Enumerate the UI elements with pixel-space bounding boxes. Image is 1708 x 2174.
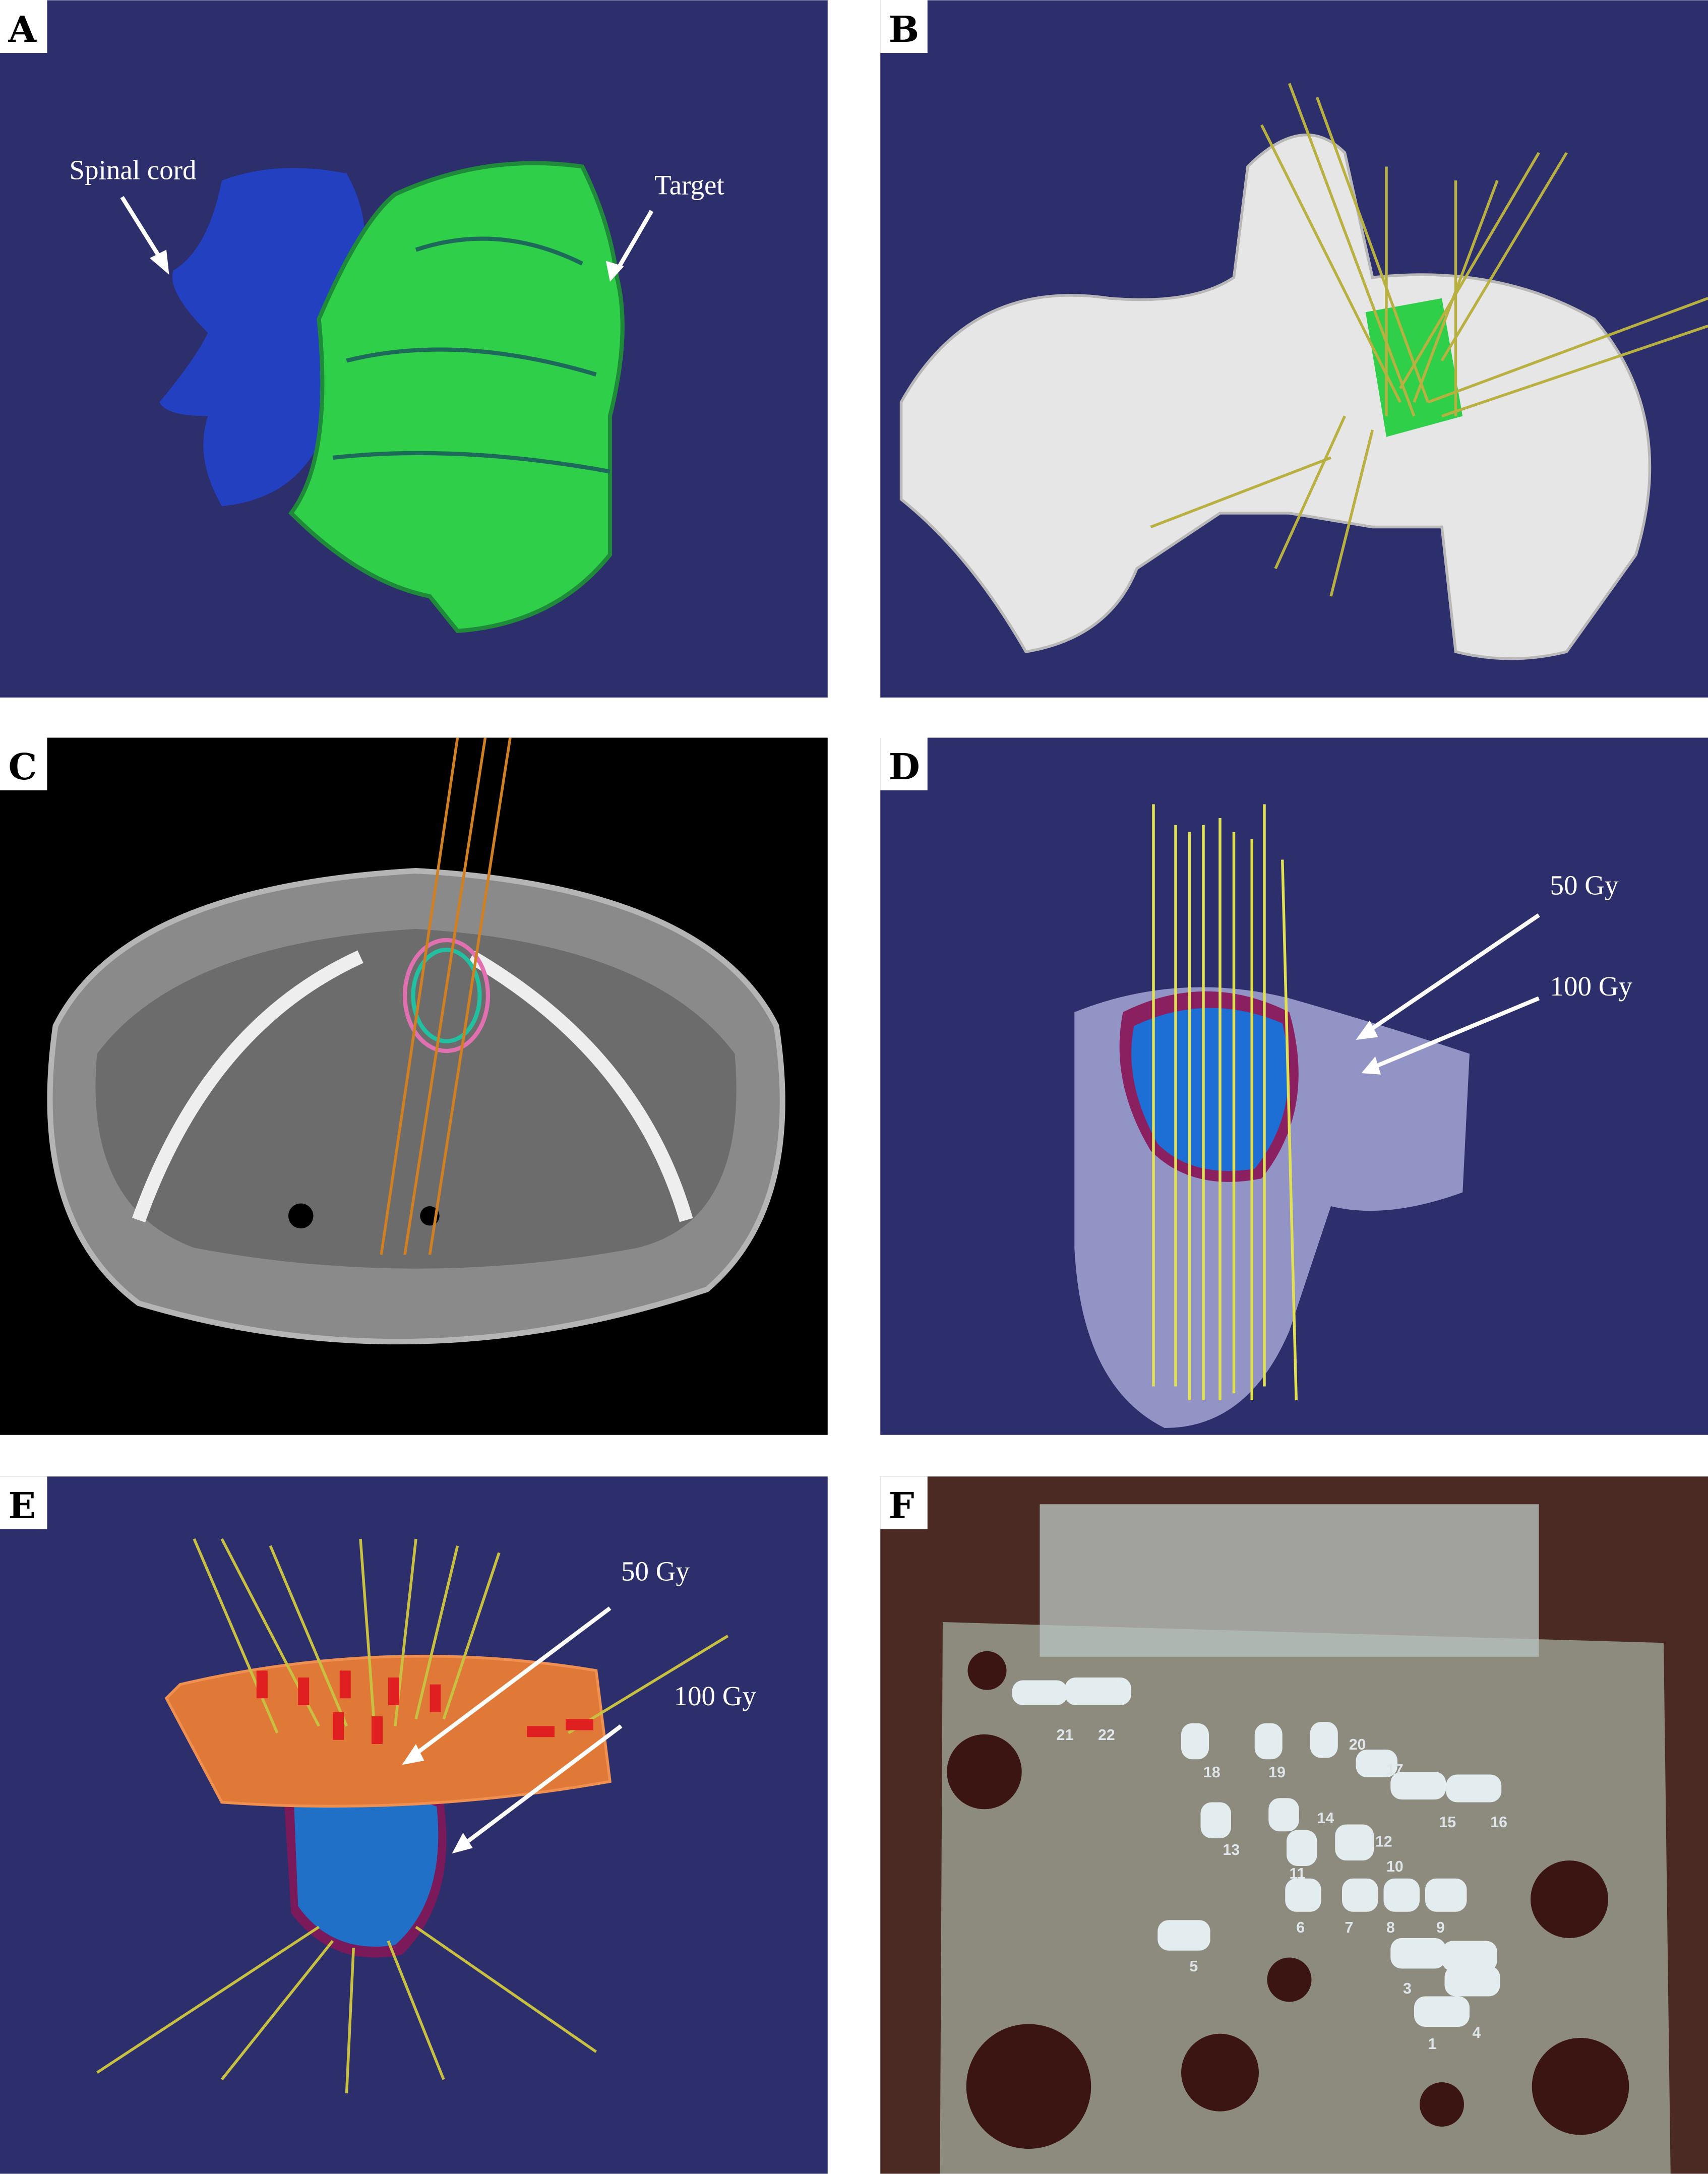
svg-text:12: 12 [1375,1834,1392,1850]
needles [96,1538,729,2094]
svg-text:5: 5 [1190,1958,1198,1975]
svg-text:13: 13 [1223,1842,1240,1858]
needles [1152,804,1298,1401]
panel-c: C [0,737,828,1435]
pelvis-render [899,133,1652,660]
svg-text:3: 3 [1403,1980,1412,1997]
spinal-cord-label: Spinal cord [70,154,197,185]
template-holes [947,1651,1629,2149]
needles [380,737,512,1255]
svg-text:7: 7 [1345,1919,1354,1936]
svg-text:18: 18 [1203,1764,1221,1781]
svg-text:15: 15 [1439,1814,1456,1831]
needles [1150,83,1708,597]
panel-e: 50 Gy 100 Gy E [0,1476,828,2174]
arrow-spinal-cord [120,196,165,265]
target-render [288,161,625,634]
panel-f: 21 22 18 19 20 17 15 16 13 14 12 11 10 6… [880,1476,1708,2174]
target-label: Target [654,170,724,201]
label-100gy: 100 Gy [674,1681,757,1711]
svg-text:20: 20 [1349,1736,1366,1753]
target-render [1131,1008,1289,1171]
svg-text:6: 6 [1296,1919,1305,1936]
svg-text:11: 11 [1290,1866,1306,1882]
panel-label-b: B [889,8,919,50]
panel-b: B [880,0,1708,698]
svg-text:4: 4 [1473,2025,1481,2041]
svg-text:1: 1 [1428,2036,1437,2053]
svg-text:10: 10 [1386,1858,1404,1875]
svg-text:21: 21 [1057,1727,1074,1744]
catheter-guides [1012,1678,1502,2027]
panel-label-d: D [889,746,920,788]
panel-label-e: E [9,1484,36,1527]
needle-number-labels: 21 22 18 19 20 17 15 16 13 14 12 11 10 6… [1057,1727,1507,2053]
svg-text:9: 9 [1436,1919,1445,1936]
svg-text:22: 22 [1098,1727,1115,1744]
svg-text:19: 19 [1268,1764,1286,1781]
label-50gy: 50 Gy [1550,869,1619,900]
needle-tips [256,1670,593,1744]
arrow-target [615,210,654,272]
panel-label-c: C [9,746,37,788]
panel-label-f: F [889,1484,914,1527]
svg-text:8: 8 [1386,1919,1395,1936]
svg-text:17: 17 [1386,1762,1404,1778]
label-100gy: 100 Gy [1550,971,1633,1002]
spinal-cord-render [159,168,365,507]
svg-text:16: 16 [1490,1814,1507,1831]
panel-a: Spinal cord Target A [0,0,828,698]
panel-label-a: A [8,8,37,50]
panel-d: 50 Gy 100 Gy D [880,737,1708,1435]
label-50gy: 50 Gy [621,1556,690,1587]
target-render [294,1792,439,1947]
svg-text:14: 14 [1317,1810,1334,1827]
